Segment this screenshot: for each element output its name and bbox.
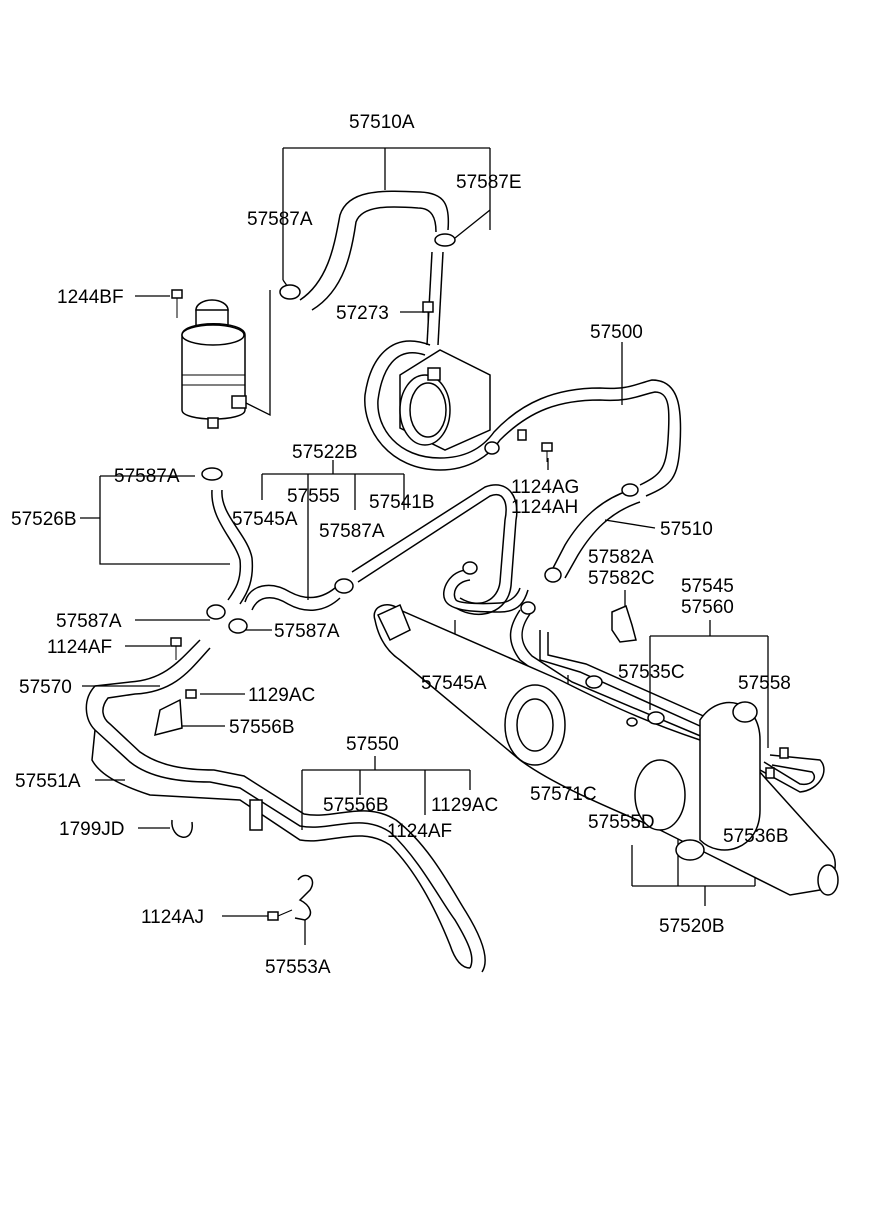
label-57587A: 57587A [56, 611, 122, 632]
label-1124AG: 1124AG [511, 477, 579, 498]
label-57522B: 57522B [292, 442, 358, 463]
label-57541B: 57541B [369, 492, 435, 513]
label-1124AF: 1124AF [47, 637, 112, 658]
label-57556B: 57556B [229, 717, 295, 738]
label-57550: 57550 [346, 734, 399, 755]
label-57555D: 57555D [588, 812, 655, 833]
label-57520B: 57520B [659, 916, 725, 937]
label-57587A: 57587A [247, 209, 313, 230]
label-1799JD: 1799JD [59, 819, 125, 840]
label-57536B: 57536B [723, 826, 789, 847]
label-57558: 57558 [738, 673, 791, 694]
label-57545: 57545 [681, 576, 734, 597]
label-57570: 57570 [19, 677, 72, 698]
steering-gear [373, 603, 839, 896]
label-57526B: 57526B [11, 509, 77, 530]
label-1124AH: 1124AH [511, 497, 578, 518]
label-57582A: 57582A [588, 547, 654, 568]
label-57587A: 57587A [319, 521, 385, 542]
hose-clamps [201, 233, 665, 727]
label-57555: 57555 [287, 486, 340, 507]
label-57551A: 57551A [15, 771, 81, 792]
label-1124AF: 1124AF [387, 821, 452, 842]
reservoir [181, 299, 247, 429]
label-57535C: 57535C [618, 662, 685, 683]
label-1129AC: 1129AC [431, 795, 498, 816]
label-57587A: 57587A [274, 621, 340, 642]
label-1129AC: 1129AC [248, 685, 315, 706]
label-57500: 57500 [590, 322, 643, 343]
power-steering-pump [399, 349, 491, 451]
label-57545A: 57545A [232, 509, 298, 530]
label-57587E: 57587E [456, 172, 522, 193]
label-57587A: 57587A [114, 466, 180, 487]
label-57556B: 57556B [323, 795, 389, 816]
label-57553A: 57553A [265, 957, 331, 978]
label-57510A: 57510A [349, 112, 415, 133]
leader-lines [80, 147, 769, 945]
label-57273: 57273 [336, 303, 389, 324]
label-1244BF: 1244BF [57, 287, 124, 308]
label-57510: 57510 [660, 519, 713, 540]
label-1124AJ: 1124AJ [141, 907, 204, 928]
bolts-and-brackets [154, 289, 789, 921]
label-57571C: 57571C [530, 784, 597, 805]
label-57560: 57560 [681, 597, 734, 618]
label-57545A: 57545A [421, 673, 487, 694]
hose-lines [85, 190, 825, 973]
part-labels: 57510A 57587E 57587A 1244BF 57273 57500 … [11, 112, 791, 978]
label-57582C: 57582C [588, 568, 655, 589]
